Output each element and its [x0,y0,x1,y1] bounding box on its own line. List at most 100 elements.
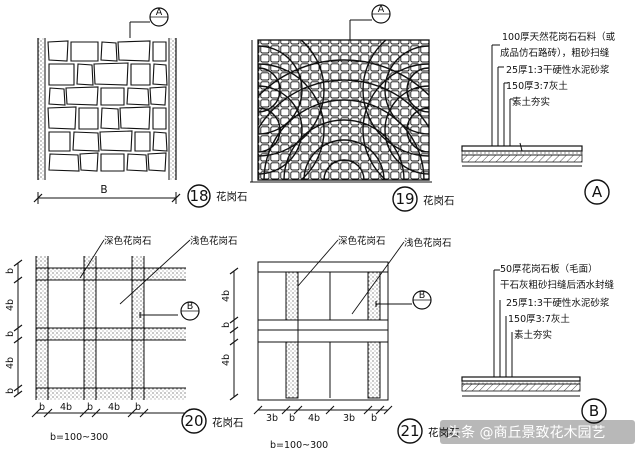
rubble-stone [99,130,133,152]
section-a-layer-3: 150厚3:7灰土 [506,80,568,92]
svg-text:B: B [419,290,426,301]
figure-21-dimension: b [221,322,232,328]
figure-21-number-badge [397,418,423,444]
dark-band-horizontal [36,328,186,340]
figure-21-dark-label: 深色花岗石 [338,235,386,247]
figure-21-dimension: 4b [221,290,232,302]
section-a-layer-4: 素土夯实 [512,96,550,108]
fan-arc [406,107,429,153]
section-b-layer-5: 素土夯实 [514,329,552,341]
figure-21-dimension: b [371,413,377,424]
section-a-layer-2: 25厚1:3干硬性水泥砂浆 [506,64,610,76]
figure-20-dark-label: 深色花岗石 [104,235,152,247]
rubble-stone [65,86,99,106]
rubble-stone [93,62,129,86]
section-b-layer-3: 25厚1:3干硬性水泥砂浆 [506,297,610,309]
fan-arc [258,107,281,153]
figure-20-dimension: b [87,402,93,413]
svg-text:A: A [156,7,163,18]
rubble-stone [100,153,125,172]
rubble-stone [100,41,118,62]
figure-19-number-badge [392,186,418,212]
figure-20-dimension: 4b [5,357,16,369]
figure-20-light-label: 浅色花岗石 [190,235,238,247]
section-b-mortar-layer [461,380,581,385]
rubble-stone [72,131,100,152]
figure-18-right-edge [169,38,176,180]
svg-text:A: A [592,183,603,201]
figure-21-dimension: 3b [266,413,278,424]
rubble-stone [76,63,94,86]
section-b-layer-4: 150厚3:7灰土 [508,313,570,325]
rubble-stone [117,40,151,62]
svg-text:头条 @商丘景致花木园艺: 头条 @商丘景致花木园艺 [447,424,605,441]
dark-band [367,341,381,399]
figure-20-dimension: 4b [108,402,120,413]
fan-arc [362,40,429,157]
rubble-stone [126,153,148,172]
section-a-mortar-layer [461,150,583,156]
figure-21-dimension: b [289,413,295,424]
figure-19-frame [257,39,430,181]
rubble-stone [119,106,151,130]
figure-18-dimension-b: B [100,184,107,196]
watermark: 头条 @商丘景致花木园艺 [440,420,635,444]
fan-arc [258,79,429,131]
figure-21-dimension: 4b [221,354,232,366]
section-b-layer-2: 干石灰粗砂扫缝后洒水封缝 [500,279,615,291]
fan-arc [384,85,429,175]
section-b-marker [581,398,607,424]
figure-21-note: b=100~300 [270,440,328,451]
figure-18-rubble-stone: B A 18 花岗石 [33,7,248,208]
dark-band-horizontal [36,388,186,400]
figure-20-dimension: b [39,402,45,413]
figure-21-caption: 花岗石 [428,426,460,439]
figure-20-dimension: b [5,331,16,337]
figure-20-number-badge [181,408,207,434]
figure-18-stones [47,40,168,172]
svg-text:B: B [187,301,194,312]
figure-21-dimension: 3b [343,413,355,424]
fan-arc [323,159,365,180]
rubble-stone [126,87,150,106]
dark-band [285,341,299,399]
fan-arc [258,40,325,157]
rubble-stone [47,40,69,62]
rubble-stone [149,86,167,106]
section-a-layer-1: 100厚天然花岗石石料（或 [502,31,616,43]
rubble-stone [48,87,66,106]
rubble-stone [48,131,71,152]
figure-20-caption: 花岗石 [212,416,244,429]
rubble-stone [152,107,167,130]
section-a-layer-1b: 成品仿石路砖），粗砂扫缝 [500,47,610,59]
fan-arc [362,63,429,180]
svg-text:A: A [378,4,385,15]
section-a-lime-soil-layer [461,154,583,163]
section-b-stone-layer [461,376,581,382]
rubble-stone [47,106,77,130]
figure-20-dimension: b [5,268,16,274]
rubble-stone [78,107,99,130]
figure-20-note: b=100~300 [50,432,108,443]
rubble-stone [48,63,75,86]
figure-18-caption: 花岗石 [216,190,248,203]
figure-18-number: 18 [189,187,208,205]
figure-20-dimension: b [135,402,141,413]
rubble-stone [79,152,99,172]
dark-band [367,271,381,321]
figure-21-dimension: 4b [308,413,320,424]
figure-18-number-badge [187,184,211,208]
rubble-stone [134,131,151,152]
figure-20-dimension: 4b [60,402,72,413]
rubble-stone [100,87,125,106]
dark-band [285,271,299,321]
svg-text:B: B [589,402,599,420]
section-b-layer-1: 50厚花岗石板（毛面） [500,263,598,275]
figure-19-number: 19 [395,190,414,208]
rubble-stone [100,107,120,130]
fan-arc [303,139,385,180]
figure-19-fan-cobble: A 19 花岗石 [250,4,455,212]
